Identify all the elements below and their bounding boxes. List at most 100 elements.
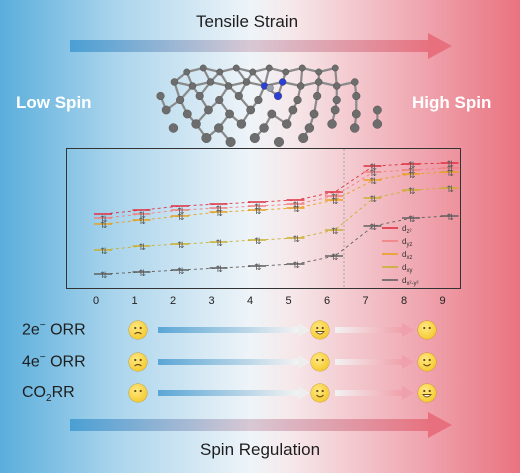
energy-level-chart: ⇅⇅⇅⇅⇅⇅⇅⇅⇅⇅⇅⇅⇅⇅⇅⇅⇅⇅⇅⇅⇅⇅⇅⇅⇅⇅⇅⇅⇅⇅⇅⇅⇅⇅⇅⇅⇅⇅⇅⇅… bbox=[66, 148, 461, 289]
electron-pair: ⇅ bbox=[254, 262, 262, 272]
carbon-atom bbox=[183, 68, 191, 76]
electron-pair: ⇅ bbox=[370, 162, 378, 172]
carbon-atom bbox=[373, 105, 382, 115]
top-arrow bbox=[70, 33, 452, 59]
x-tick-label: 7 bbox=[362, 295, 369, 307]
bottom-arrow bbox=[70, 412, 452, 438]
neutral-face-icon bbox=[418, 321, 436, 339]
carbon-atom bbox=[259, 123, 269, 133]
row-label-co2rr: CO2RR bbox=[22, 384, 75, 405]
carbon-atom bbox=[372, 119, 383, 129]
electron-pair: ⇅ bbox=[331, 192, 339, 202]
electron-pair: ⇅ bbox=[254, 202, 262, 212]
row-label-4e-orr: 4e− ORR bbox=[22, 352, 86, 371]
electron-pair: ⇅ bbox=[370, 168, 378, 178]
x-tick-label: 8 bbox=[400, 295, 408, 307]
neutral-face-icon bbox=[311, 353, 329, 371]
carbon-atom bbox=[206, 78, 215, 86]
electron-pair: ⇅ bbox=[447, 184, 455, 194]
carbon-atom bbox=[236, 119, 247, 129]
x-tick-label: 5 bbox=[285, 295, 292, 307]
low-spin-label: Low Spin bbox=[16, 93, 92, 112]
electron-pair: ⇅ bbox=[408, 214, 416, 224]
carbon-atom bbox=[298, 132, 309, 143]
electron-pair: ⇅ bbox=[293, 200, 301, 210]
carbon-atom bbox=[224, 82, 233, 90]
level-connector bbox=[103, 171, 451, 225]
carbon-atom bbox=[351, 78, 359, 86]
electron-pair: ⇅ bbox=[408, 170, 416, 180]
electron-pair: ⇅ bbox=[254, 206, 262, 216]
x-tick-label: 0 bbox=[92, 295, 100, 307]
electron-pair: ⇅ bbox=[331, 196, 339, 206]
carbon-atom bbox=[254, 95, 263, 105]
x-tick-label: 3 bbox=[208, 295, 215, 307]
top-title: Tensile Strain bbox=[196, 12, 299, 31]
electron-pair: ⇅ bbox=[177, 206, 185, 216]
high-spin-label: High Spin bbox=[412, 93, 492, 112]
carbon-atom bbox=[332, 95, 341, 105]
x-tick-label: 2 bbox=[169, 295, 177, 307]
smile-face-icon bbox=[311, 384, 329, 402]
carbon-atom bbox=[296, 82, 305, 90]
electron-pair: ⇅ bbox=[216, 204, 224, 214]
level-connector bbox=[103, 215, 451, 275]
electron-pair: ⇅ bbox=[177, 240, 185, 250]
carbon-atom bbox=[246, 105, 256, 115]
carbon-atom bbox=[313, 91, 322, 101]
carbon-atom bbox=[170, 78, 179, 86]
electron-pair: ⇅ bbox=[370, 176, 378, 186]
carbon-atom bbox=[315, 68, 323, 76]
electron-pair: ⇅ bbox=[408, 186, 416, 196]
electron-pair: ⇅ bbox=[139, 242, 147, 252]
carbon-atom bbox=[216, 68, 224, 76]
carbon-atom bbox=[309, 109, 319, 119]
carbon-atom bbox=[314, 78, 323, 86]
carbon-atom bbox=[215, 95, 224, 105]
electron-pair: ⇅ bbox=[293, 204, 301, 214]
carbon-atom bbox=[282, 119, 292, 129]
carbon-atom bbox=[195, 91, 204, 101]
bonds bbox=[159, 66, 379, 143]
carbon-atom bbox=[249, 68, 257, 76]
electron-pair: ⇅ bbox=[100, 270, 108, 280]
bottom-title: Spin Regulation bbox=[200, 440, 321, 459]
electron-pair: ⇅ bbox=[447, 212, 455, 222]
electron-pair: ⇅ bbox=[331, 226, 339, 236]
electron-pair: ⇅ bbox=[139, 210, 147, 220]
electron-pair: ⇅ bbox=[293, 234, 301, 244]
x-tick-label: 4 bbox=[246, 295, 254, 307]
electron-pair: ⇅ bbox=[216, 208, 224, 218]
graphene-structure bbox=[156, 64, 383, 147]
x-tick-label: 9 bbox=[439, 295, 446, 307]
electron-pair: ⇅ bbox=[216, 264, 224, 274]
electron-pair: ⇅ bbox=[370, 222, 378, 232]
electron-pair: ⇅ bbox=[447, 168, 455, 178]
legend-label: dyz bbox=[402, 237, 412, 248]
metal-atom bbox=[266, 84, 274, 92]
carbon-atom bbox=[176, 95, 185, 105]
electron-pair: ⇅ bbox=[177, 212, 185, 222]
carbon-atom bbox=[265, 64, 273, 72]
electron-pair: ⇅ bbox=[100, 246, 108, 256]
carbon-atom bbox=[225, 109, 234, 119]
carbon-atom bbox=[273, 136, 284, 147]
smile-face-icon bbox=[418, 353, 436, 371]
carbon-atom bbox=[182, 109, 192, 119]
nitrogen-atom bbox=[273, 91, 283, 101]
legend-label: dx²-y² bbox=[402, 276, 418, 287]
electron-pair: ⇅ bbox=[447, 159, 455, 169]
carbon-atom bbox=[242, 78, 251, 86]
carbon-atom bbox=[351, 109, 361, 119]
carbon-atom bbox=[191, 119, 201, 129]
neutral-face-icon bbox=[129, 384, 147, 402]
row-arrows bbox=[158, 323, 414, 400]
electron-pair: ⇅ bbox=[447, 164, 455, 174]
carbon-atom bbox=[188, 82, 197, 90]
carbon-atom bbox=[201, 132, 212, 143]
chart-frame bbox=[66, 148, 461, 289]
carbon-atom bbox=[161, 105, 171, 115]
carbon-atom bbox=[331, 64, 339, 72]
carbon-atom bbox=[298, 64, 306, 72]
